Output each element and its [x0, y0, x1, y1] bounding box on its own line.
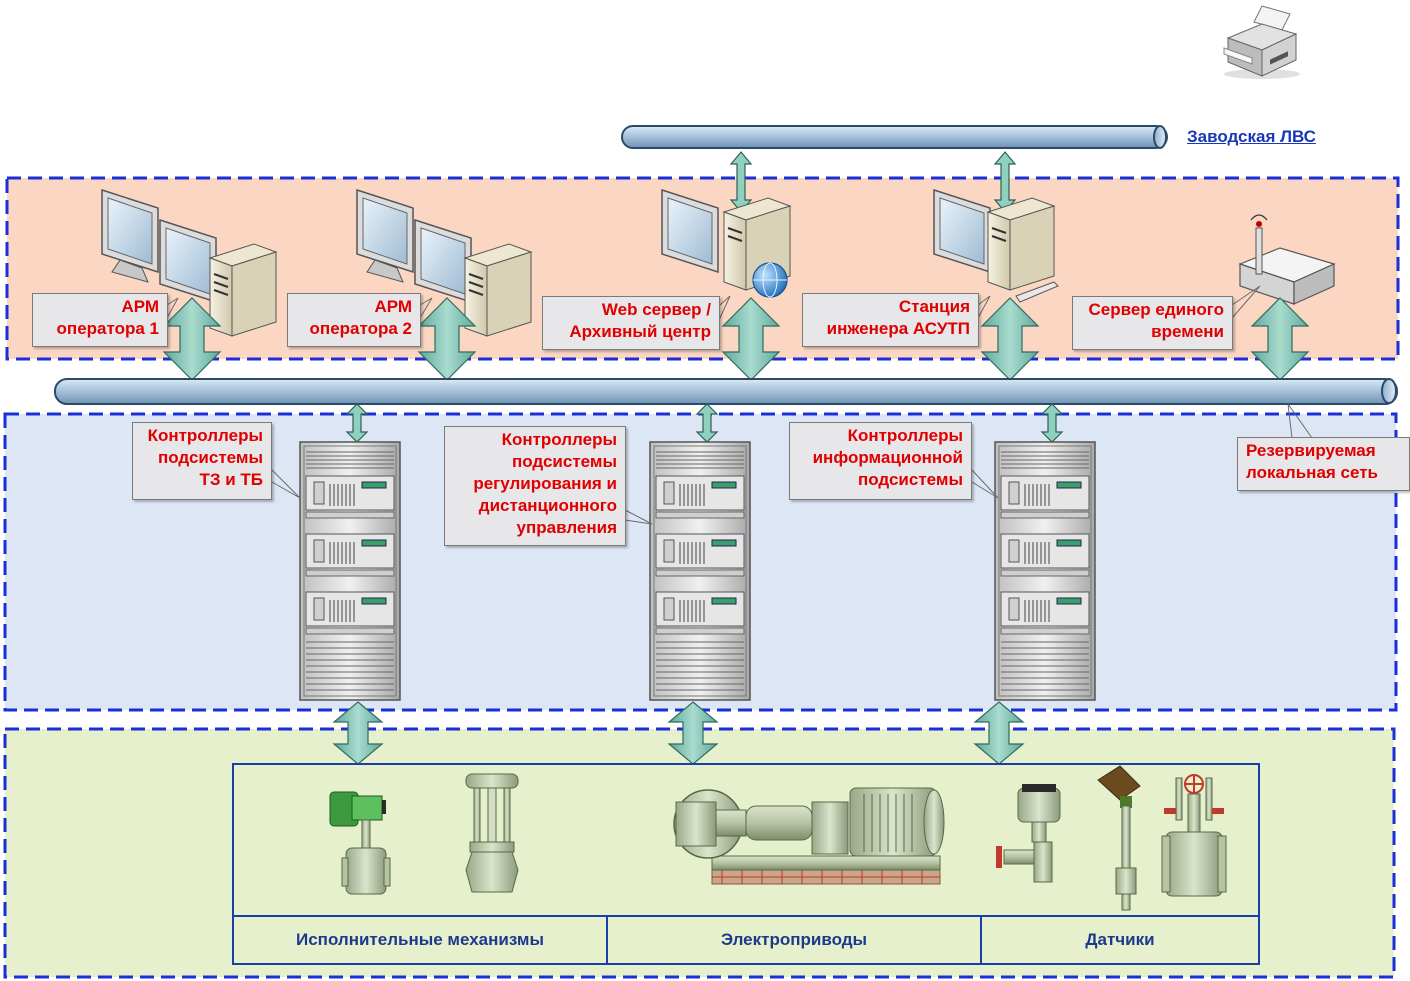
operator-workstation-2-icon	[356, 188, 533, 337]
valve-actuator-icon	[329, 791, 391, 895]
redundant-lan-label: Резервируемая локальная сеть	[1237, 437, 1410, 491]
pump-motor-icon	[673, 787, 945, 885]
keyboard-icon	[1015, 281, 1059, 303]
web-server-icon	[661, 188, 792, 298]
controller-lan-connectors	[345, 403, 1064, 443]
temperature-sensor-icon	[1097, 765, 1141, 911]
redundant-lan-bus	[54, 378, 1398, 405]
pressure-sensor-icon	[996, 784, 1061, 883]
engineer-station-label: Станция инженера АСУТП	[802, 293, 979, 347]
controller-rack-icon	[994, 441, 1096, 701]
globe-icon	[752, 262, 788, 298]
router-icon	[1238, 214, 1336, 305]
time-server-label: Сервер единого времени	[1072, 296, 1233, 350]
electric-drives-category: Электроприводы	[720, 930, 868, 949]
plant-lan-link[interactable]: Заводская ЛВС	[1187, 127, 1316, 146]
sensors-category: Датчики	[1085, 930, 1155, 949]
control-valve-icon	[465, 773, 519, 893]
engineer-station-icon	[933, 188, 1059, 303]
printer-icon	[1223, 5, 1300, 79]
actuators-category: Исполнительные механизмы	[296, 930, 544, 949]
operator-2-label: АРМ оператора 2	[287, 293, 421, 347]
web-server-label: Web сервер / Архивный центр	[542, 296, 720, 350]
flowmeter-icon	[1161, 774, 1227, 897]
field-connectors	[332, 701, 1025, 765]
operator-workstation-1-icon	[101, 188, 278, 337]
controller-rack-icon	[649, 441, 751, 701]
controllers-safety-label: Контроллеры подсистемы ТЗ и ТБ	[132, 422, 272, 500]
callout-pointers	[166, 285, 1313, 525]
controller-rack-icon	[299, 441, 401, 701]
controllers-info-label: Контроллеры информационной подсистемы	[789, 422, 972, 500]
plant-lan-bus	[621, 125, 1168, 149]
controllers-regulation-label: Контроллеры подсистемы регулирования и д…	[444, 426, 626, 546]
operator-1-label: АРМ оператора 1	[32, 293, 168, 347]
